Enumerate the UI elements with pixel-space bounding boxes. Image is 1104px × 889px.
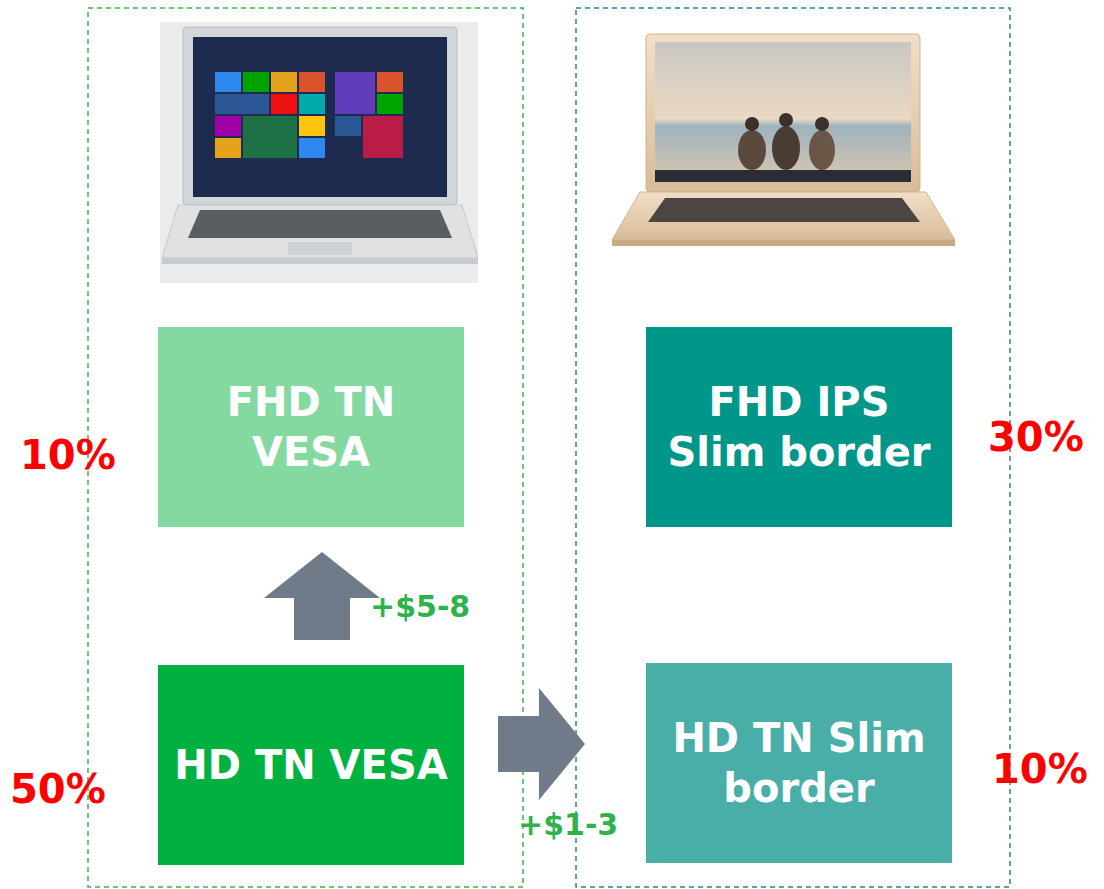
- cost-delta: +$1-3: [518, 808, 618, 842]
- share-percent: 10%: [992, 746, 1088, 792]
- box-label: HD TN VESA: [174, 740, 447, 790]
- block-arrow: [264, 552, 380, 640]
- process-box: FHD TN VESA: [158, 327, 464, 527]
- share-percent: 10%: [20, 432, 116, 478]
- laptop-illustration: [612, 34, 955, 246]
- laptop-illustration: [160, 22, 478, 283]
- group-frame: [576, 8, 1010, 887]
- box-label: FHD IPS Slim border: [660, 377, 938, 477]
- share-percent: 30%: [988, 414, 1084, 460]
- process-box: HD TN VESA: [158, 665, 464, 865]
- cost-delta: +$5-8: [370, 590, 470, 624]
- group-frame: [88, 8, 523, 887]
- share-percent: 50%: [10, 766, 106, 812]
- block-arrow: [498, 688, 585, 800]
- process-box: FHD IPS Slim border: [646, 327, 952, 527]
- process-box: HD TN Slim border: [646, 663, 952, 863]
- box-label: FHD TN VESA: [172, 377, 450, 477]
- box-label: HD TN Slim border: [660, 713, 938, 813]
